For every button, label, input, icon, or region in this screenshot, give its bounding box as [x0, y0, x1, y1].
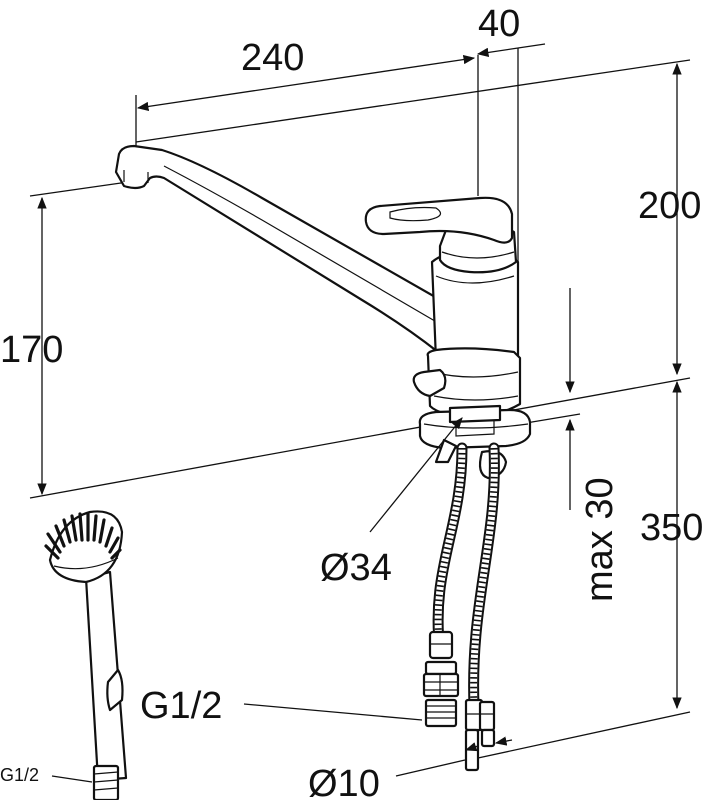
- dim-line-40: [476, 47, 519, 58]
- diverter-knob: [412, 368, 447, 398]
- dim-line-40-ext: [517, 43, 546, 49]
- dim-label-spout-reach: 240: [241, 37, 304, 79]
- dish-brush: [44, 510, 128, 800]
- leader-o10: [395, 759, 466, 777]
- dimension-labels: 240 40 200 170 max 30 350 Ø34 Ø10 G1/2 G…: [0, 3, 703, 800]
- leader-lines: [51, 417, 513, 783]
- dim-label-hole-diameter: Ø34: [320, 547, 392, 589]
- hose-fittings: [422, 630, 496, 772]
- lever-handle: [364, 196, 514, 244]
- dim-label-max-deck-thickness: max 30: [579, 477, 621, 602]
- supply-hoses: [432, 442, 500, 712]
- faucet-spout: [114, 144, 472, 362]
- faucet-body: [364, 196, 522, 418]
- leader-o34: [369, 417, 463, 533]
- dim-label-pipe-diameter: Ø10: [308, 763, 380, 800]
- leader-g12: [243, 703, 423, 721]
- dim-label-body-offset: 40: [478, 3, 520, 45]
- dim-label-hose-length: 350: [640, 507, 703, 549]
- mounting-hardware: [418, 404, 532, 480]
- extension-lines: [29, 48, 691, 759]
- brush-thread: [92, 764, 120, 800]
- dim-line-240: [136, 54, 476, 112]
- dim-label-spout-height: 170: [0, 329, 63, 371]
- label-hose-thread: G1/2: [140, 685, 222, 727]
- pipe-right: [480, 728, 496, 748]
- brush-trigger: [106, 668, 124, 712]
- ferrule-left: [428, 630, 454, 660]
- dim-label-height-above-deck: 200: [638, 185, 701, 227]
- nut-g12: [422, 672, 460, 698]
- leader-g12-shower: [51, 775, 93, 783]
- label-shower-thread: G1/2: [0, 765, 39, 785]
- mounting-plate: [418, 408, 532, 450]
- thread-g12: [424, 698, 458, 728]
- dimension-lines: [37, 43, 682, 710]
- brush-bristles: [44, 512, 122, 560]
